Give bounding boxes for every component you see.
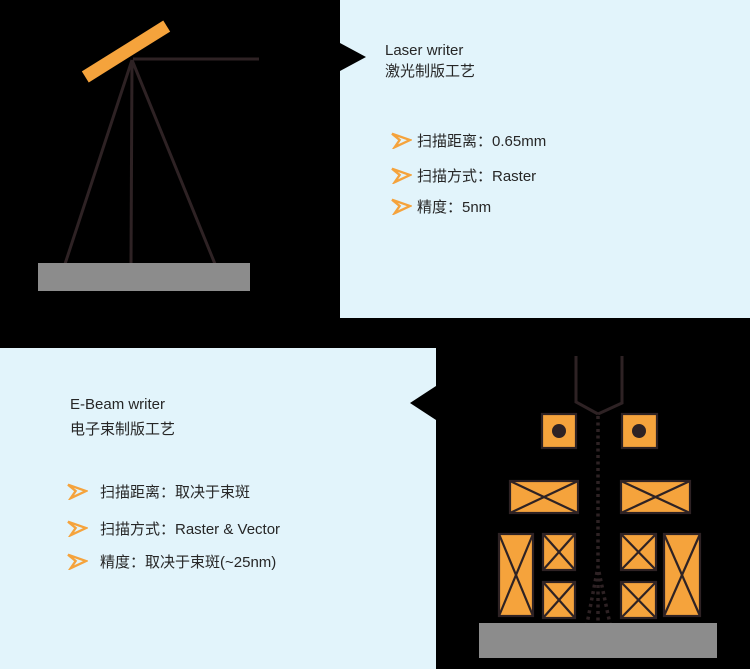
deflector-right-upper	[619, 532, 658, 572]
deflector-left-lower	[541, 580, 577, 620]
ebeam-bullet-label: 精度：取决于束斑(~25nm)	[100, 553, 277, 571]
laser-bullet-row: 扫描方式：Raster	[390, 165, 536, 185]
electron-gun-right-post	[597, 356, 624, 416]
callout-pointer-right-icon	[340, 43, 366, 71]
ebeam-bullet-row: 精度：取决于束斑(~25nm)	[66, 551, 276, 571]
arrowhead-bullet-icon	[391, 167, 412, 184]
laser-panel-title: Laser writer	[385, 42, 464, 59]
electron-gun-left-post	[574, 356, 599, 416]
laser-bullet-label: 扫描距离：0.65mm	[417, 132, 547, 150]
ebeam-writer-diagram	[479, 356, 717, 658]
scan-beam-center	[129, 59, 134, 265]
condenser-lens-right	[619, 479, 692, 515]
objective-lens-right	[662, 532, 702, 618]
ebeam-panel-subtitle: 电子束制版工艺	[70, 421, 176, 438]
laser-bullet-row: 扫描距离：0.65mm	[390, 130, 546, 150]
condenser-lens-left	[508, 479, 580, 515]
ebeam-bullet-label: 扫描方式：Raster & Vector	[100, 520, 281, 538]
arrowhead-bullet-icon	[67, 520, 88, 537]
ebeam-bullet-row: 扫描距离：取决于束斑	[66, 481, 250, 501]
ebeam-panel-title: E-Beam writer	[70, 396, 166, 413]
arrowhead-bullet-icon	[67, 483, 88, 500]
laser-bullet-label: 精度：5nm	[417, 198, 492, 216]
rotating-mirror	[81, 20, 171, 83]
laser-info-panel: Laser writer 激光制版工艺 扫描距离：0.65mm 扫描方式：Ras…	[340, 0, 750, 318]
laser-panel-subtitle: 激光制版工艺	[385, 63, 476, 80]
laser-bullet-label: 扫描方式：Raster	[417, 167, 537, 185]
arrowhead-bullet-icon	[391, 132, 412, 149]
laser-writer-diagram	[38, 20, 259, 291]
deflector-left-upper	[541, 532, 577, 572]
arrowhead-bullet-icon	[67, 553, 88, 570]
ebeam-info-panel: E-Beam writer 电子束制版工艺 扫描距离：取决于束斑 扫描方式：Ra…	[0, 348, 436, 669]
aperture-left	[540, 412, 578, 450]
laser-bullet-row: 精度：5nm	[390, 196, 491, 216]
deflector-right-lower	[619, 580, 658, 620]
callout-pointer-left-icon	[410, 386, 436, 420]
laser-substrate	[38, 263, 250, 291]
scan-beam-right	[130, 59, 217, 265]
ebeam-bullet-row: 扫描方式：Raster & Vector	[66, 518, 280, 538]
arrowhead-bullet-icon	[391, 198, 412, 215]
aperture-right	[620, 412, 659, 450]
electron-beam-fan-right	[597, 571, 612, 625]
ebeam-substrate	[479, 623, 717, 658]
objective-lens-left	[497, 532, 535, 618]
scan-beam-left	[63, 59, 134, 265]
ebeam-bullet-label: 扫描距离：取决于束斑	[100, 483, 251, 501]
electron-beam-fan-left	[585, 571, 599, 625]
